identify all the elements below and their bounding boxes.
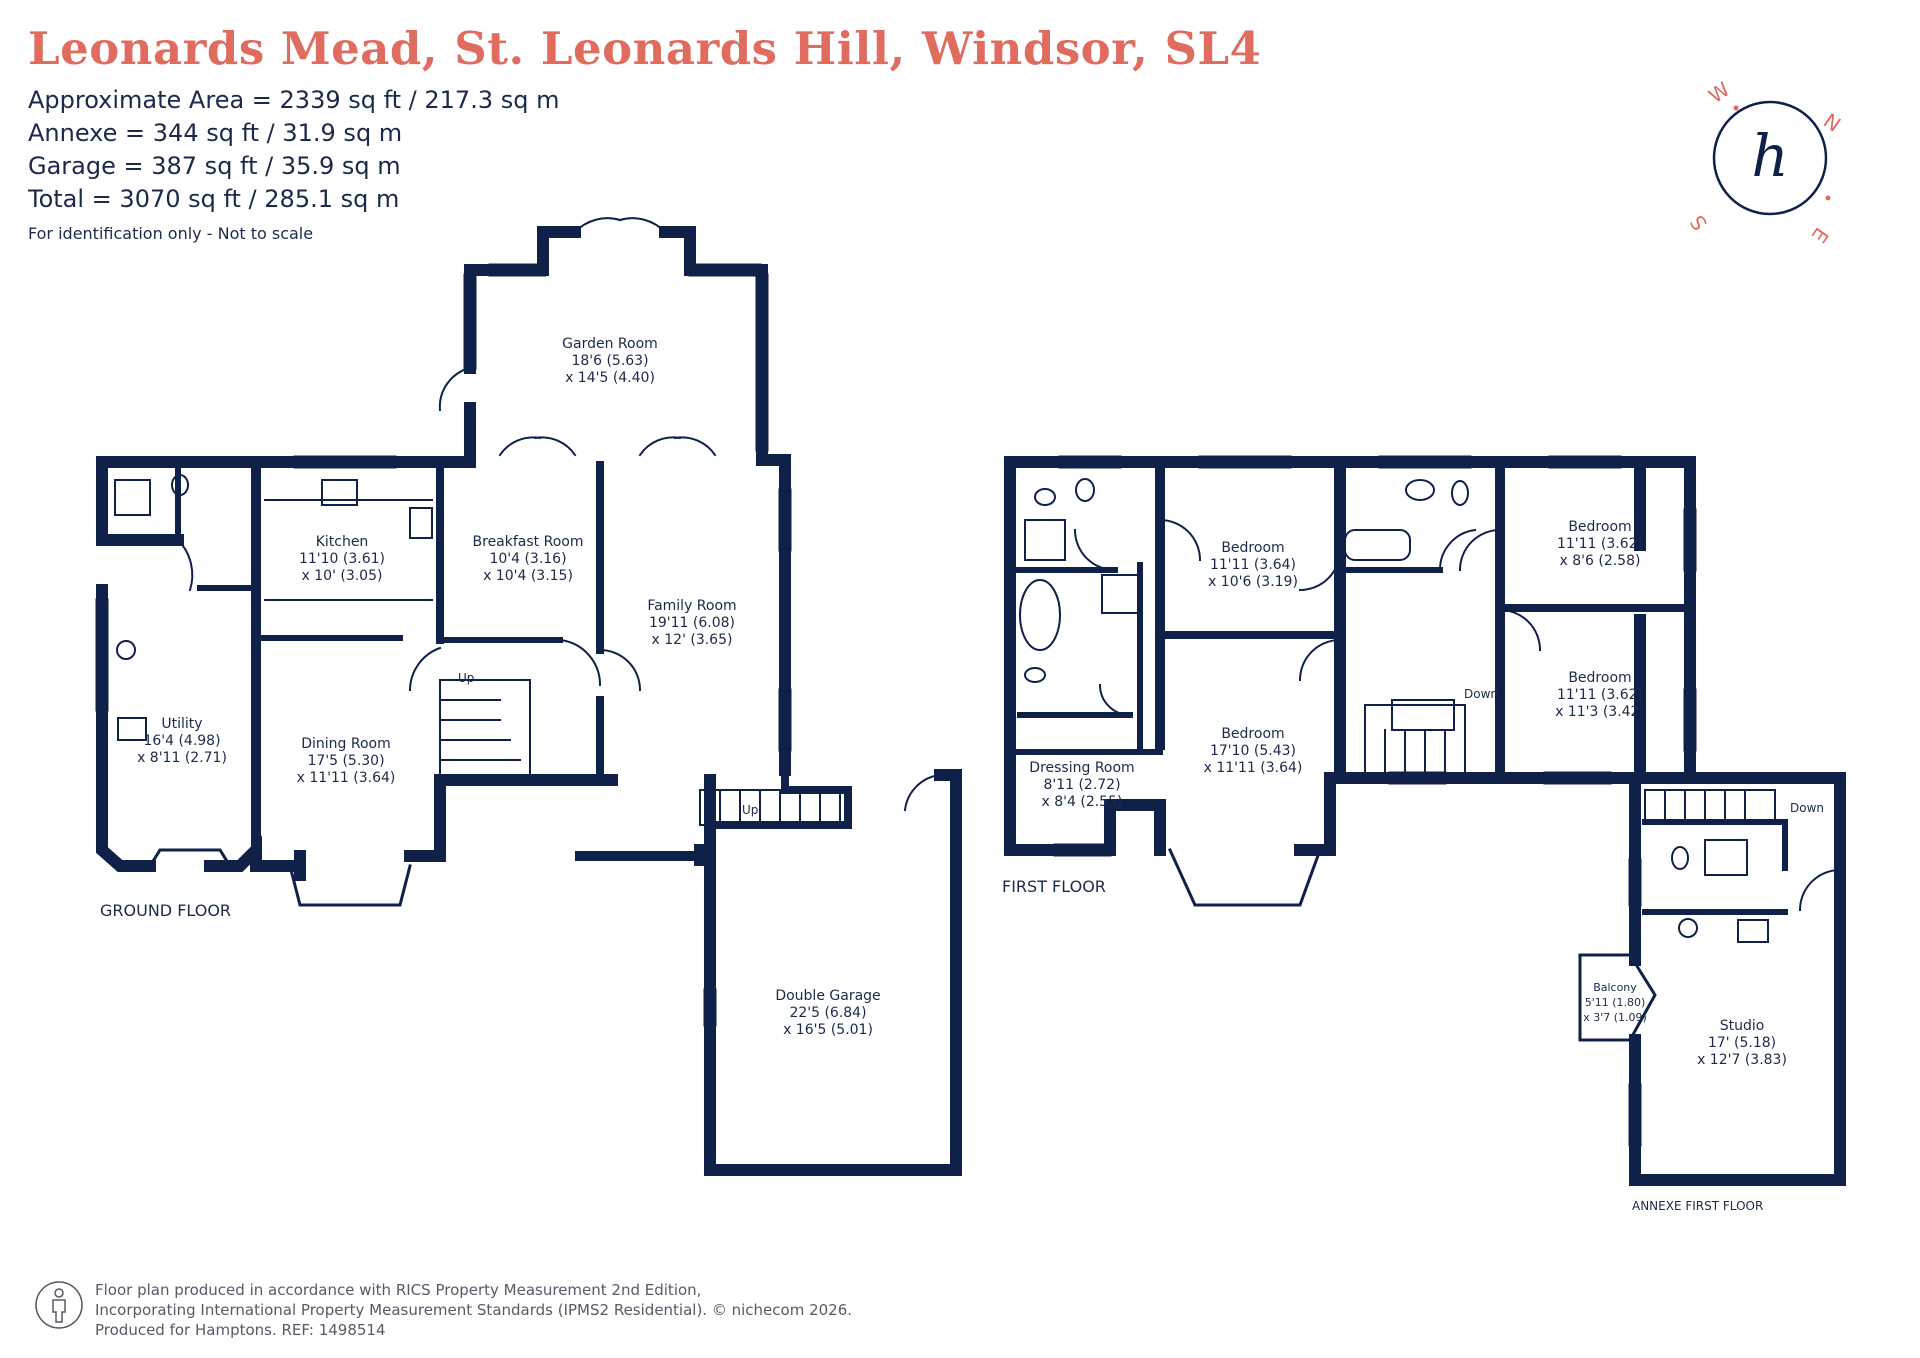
kitchen-dim2: x 10' (3.05)	[302, 568, 383, 584]
bedroom-1-dim2: x 10'6 (3.19)	[1208, 574, 1298, 590]
dining-room-label: Dining Room	[301, 736, 391, 752]
person-scale-icon	[35, 1281, 83, 1329]
area-garage: Garage = 387 sq ft / 35.9 sq m	[28, 152, 401, 180]
annexe-stairs	[1644, 789, 1776, 823]
footer-line-1: Floor plan produced in accordance with R…	[95, 1281, 702, 1299]
family-room-dim2: x 12' (3.65)	[652, 632, 733, 648]
utility-dim2: x 8'11 (2.71)	[137, 750, 227, 766]
dressing-room-dim1: 8'11 (2.72)	[1043, 777, 1120, 793]
double-garage-label: Double Garage	[775, 988, 880, 1004]
breakfast-room-dim1: 10'4 (3.16)	[489, 551, 566, 567]
footer-line-3: Produced for Hamptons. REF: 1498514	[95, 1321, 386, 1339]
compass-logo-letter: h	[1751, 122, 1788, 190]
floor-labels: GROUND FLOOR FIRST FLOOR ANNEXE FIRST FL…	[100, 877, 1763, 1213]
annexe-stairs-down-label: Down	[1790, 801, 1824, 815]
balcony-dim1: 5'11 (1.80)	[1585, 996, 1646, 1009]
compass-logo: h W N S E	[1685, 77, 1845, 247]
family-room-label: Family Room	[647, 598, 736, 614]
first-stairs-down-label: Down	[1464, 687, 1498, 701]
family-room-dim1: 19'11 (6.08)	[649, 615, 735, 631]
garden-room-dim1: 18'6 (5.63)	[571, 353, 648, 369]
first-floor-label: FIRST FLOOR	[1002, 877, 1106, 896]
area-approximate: Approximate Area = 2339 sq ft / 217.3 sq…	[28, 86, 560, 114]
ground-floor-stairs	[439, 679, 841, 826]
first-floor-walls	[1004, 456, 1696, 856]
studio-dim1: 17' (5.18)	[1708, 1035, 1776, 1051]
bedroom-4-dim1: 11'11 (3.62)	[1557, 687, 1643, 703]
bedroom-2-dim1: 11'11 (3.62)	[1557, 536, 1643, 552]
ground-floor-label: GROUND FLOOR	[100, 901, 231, 920]
studio-dim2: x 12'7 (3.83)	[1697, 1052, 1787, 1068]
property-title: Leonards Mead, St. Leonards Hill, Windso…	[28, 22, 1262, 75]
double-garage-dim1: 22'5 (6.84)	[789, 1005, 866, 1021]
compass-ring	[1712, 100, 1828, 216]
area-total: Total = 3070 sq ft / 285.1 sq m	[28, 185, 400, 213]
bedroom-1-dim1: 11'11 (3.64)	[1210, 557, 1296, 573]
double-garage-dim2: x 16'5 (5.01)	[783, 1022, 873, 1038]
garage-stairs-up-label: Up	[742, 803, 758, 817]
bedroom-2-label: Bedroom	[1568, 519, 1631, 535]
dining-room-dim2: x 11'11 (3.64)	[297, 770, 396, 786]
ground-floor-fixtures	[114, 474, 433, 741]
garden-room-label: Garden Room	[562, 336, 658, 352]
footer-line-2: Incorporating International Property Mea…	[95, 1301, 853, 1319]
bedroom-3-dim2: x 11'11 (3.64)	[1204, 760, 1303, 776]
bedroom-3-dim1: 17'10 (5.43)	[1210, 743, 1296, 759]
utility-dim1: 16'4 (4.98)	[143, 733, 220, 749]
dressing-room-dim2: x 8'4 (2.55)	[1042, 794, 1123, 810]
breakfast-room-label: Breakfast Room	[473, 534, 584, 550]
bedroom-4-label: Bedroom	[1568, 670, 1631, 686]
first-floor-doors	[1073, 518, 1542, 717]
dressing-room-label: Dressing Room	[1029, 760, 1134, 776]
first-floor-fixtures	[1019, 478, 1469, 683]
balcony-label: Balcony	[1593, 981, 1637, 994]
annexe-floor-label: ANNEXE FIRST FLOOR	[1632, 1199, 1763, 1213]
ground-floor-doors	[176, 217, 942, 812]
area-annexe: Annexe = 344 sq ft / 31.9 sq m	[28, 119, 403, 147]
annexe-fixtures	[1671, 839, 1842, 943]
room-labels: Garden Room 18'6 (5.63) x 14'5 (4.40) Ki…	[137, 336, 1787, 1068]
kitchen-label: Kitchen	[316, 534, 369, 550]
first-floor-stairs	[1364, 699, 1466, 774]
first-floor-windows	[1053, 455, 1697, 907]
stair-labels: Up Up Down Down	[458, 671, 1824, 817]
bedroom-2-dim2: x 8'6 (2.58)	[1560, 553, 1641, 569]
scale-note: For identification only - Not to scale	[28, 224, 314, 243]
bedroom-3-label: Bedroom	[1221, 726, 1284, 742]
area-summary: Approximate Area = 2339 sq ft / 217.3 sq…	[28, 84, 559, 216]
ground-stairs-up-label: Up	[458, 671, 474, 685]
annexe-walls	[1629, 772, 1846, 1186]
dining-room-dim1: 17'5 (5.30)	[307, 753, 384, 769]
balcony-labels: Balcony 5'11 (1.80) x 3'7 (1.09)	[1583, 981, 1647, 1024]
kitchen-dim1: 11'10 (3.61)	[299, 551, 385, 567]
annexe-windows	[1578, 858, 1657, 1147]
utility-label: Utility	[161, 716, 202, 732]
studio-label: Studio	[1720, 1018, 1765, 1034]
footer-text: Floor plan produced in accordance with R…	[95, 1280, 852, 1340]
bedroom-1-label: Bedroom	[1221, 540, 1284, 556]
breakfast-room-dim2: x 10'4 (3.15)	[483, 568, 573, 584]
balcony-dim2: x 3'7 (1.09)	[1583, 1011, 1647, 1024]
bedroom-4-dim2: x 11'3 (3.42)	[1555, 704, 1645, 720]
garden-room-dim2: x 14'5 (4.40)	[565, 370, 655, 386]
